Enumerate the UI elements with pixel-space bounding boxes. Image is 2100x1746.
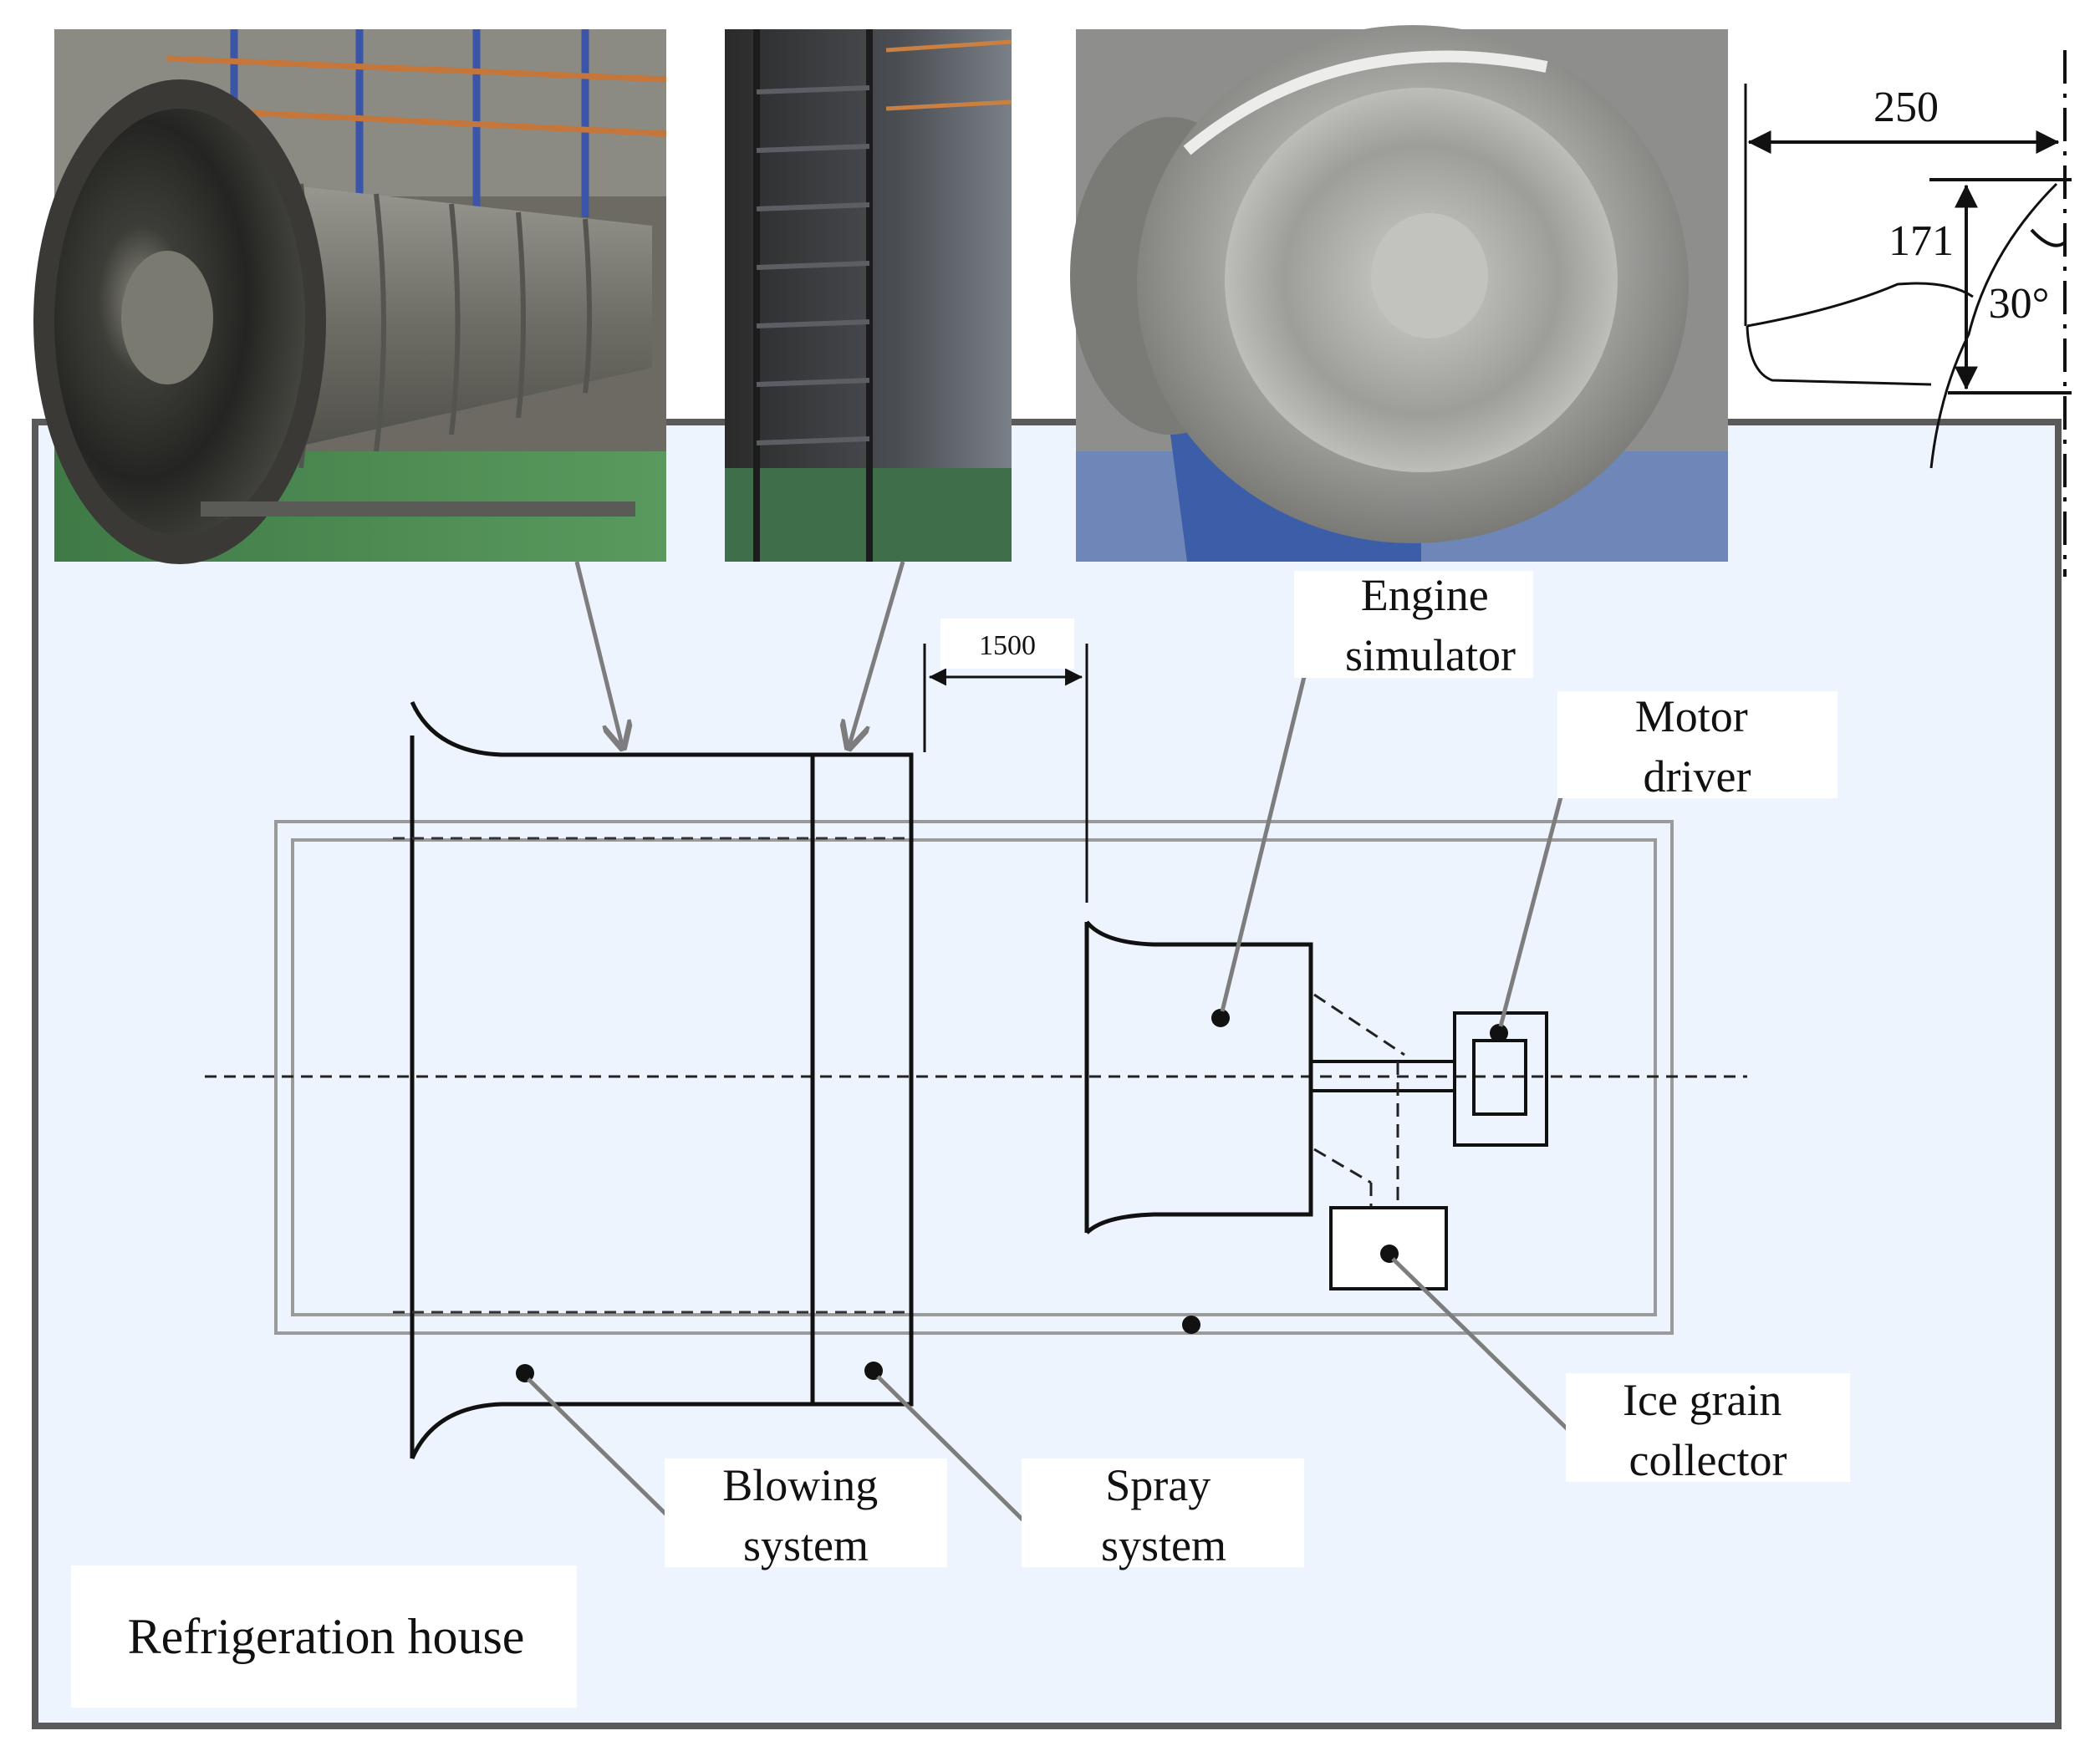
svg-text:Ice grain collector: Ice grain collector [1623, 1375, 1793, 1485]
spray-system-dot [864, 1362, 883, 1380]
engine-simulator-dot [1211, 1009, 1230, 1027]
blowing-system-label-1: Blowing [722, 1460, 878, 1510]
ice-grain-collector-label-1: Ice grain [1623, 1375, 1781, 1425]
ice-grain-collector-callout: Ice grain collector [1566, 1373, 1850, 1485]
engine-simulator-label-1: Engine [1361, 570, 1489, 620]
blowing-system-label-2: system [743, 1520, 869, 1570]
ice-grain-collector-leader [1391, 1257, 1569, 1431]
dim-1500 [923, 644, 1088, 903]
engine-simulator-leader [1220, 676, 1307, 1012]
blowing-system-body [410, 700, 914, 1459]
leader-spray-photo [849, 561, 905, 748]
spray-system-label-1: Spray [1105, 1460, 1211, 1510]
rail-dot [1182, 1316, 1200, 1334]
leader-fan-photo [574, 561, 623, 748]
engine-simulator-label-2: simulator [1345, 630, 1516, 680]
dim-171-label: 171 [1888, 217, 1954, 265]
dim-250-label: 250 [1873, 84, 1939, 131]
iced-engine-inlet-photo [1070, 25, 1728, 562]
svg-text:Blowing system: Blowing system [722, 1460, 889, 1570]
refrigeration-house-callout: Refrigeration house [71, 1565, 577, 1708]
spray-system-callout: Spray system [1022, 1458, 1304, 1570]
dim-1500-label: 1500 [979, 630, 1036, 661]
svg-text:Motor driver: Motor driver [1635, 691, 1760, 802]
svg-text:Spray system: Spray system [1101, 1460, 1226, 1570]
engine-simulator-callout: Engine simulator [1294, 570, 1533, 680]
motor-driver-callout: Motor driver [1557, 691, 1838, 802]
angle-30-label: 30° [1989, 280, 2050, 328]
blowing-system-leader [527, 1377, 670, 1519]
svg-text:Engine simulator: Engine simulator [1345, 570, 1516, 680]
motor-driver-label-1: Motor [1635, 691, 1748, 741]
spray-system-label-2: system [1101, 1520, 1226, 1570]
spray-rack-photo [725, 29, 1012, 562]
ice-grain-collector-label-2: collector [1629, 1435, 1787, 1485]
inlet-detail-drawing [1744, 50, 2072, 577]
motor-driver-leader [1498, 793, 1564, 1027]
blowing-system-callout: Blowing system [665, 1458, 947, 1570]
motor-driver-dot [1490, 1024, 1508, 1042]
fan-tunnel-photo [33, 29, 667, 564]
spray-system-leader [876, 1375, 1026, 1523]
refrigeration-house-label: Refrigeration house [128, 1609, 525, 1664]
engine-simulator-body [1084, 920, 1455, 1234]
motor-driver-label-2: driver [1644, 751, 1751, 802]
